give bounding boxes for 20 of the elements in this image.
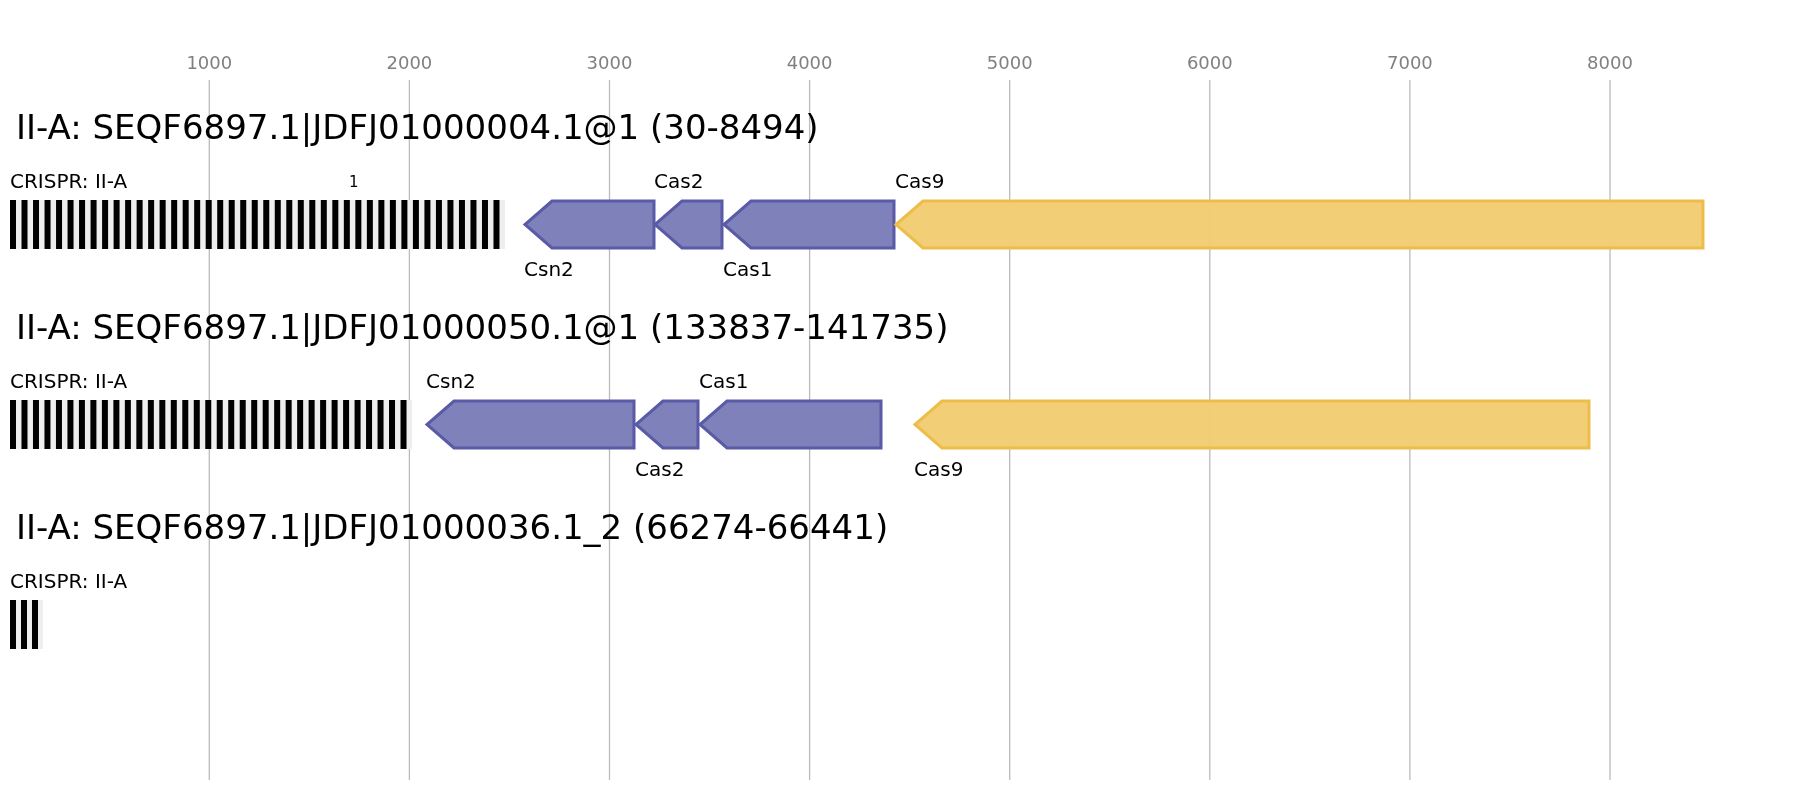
axis-tick-label: 8000 xyxy=(1586,54,1634,72)
repeat-index: 1 xyxy=(349,175,359,190)
gene-label: Cas1 xyxy=(699,371,749,391)
array-label: CRISPR: II-A xyxy=(10,371,128,391)
axis-tick-label: 6000 xyxy=(1185,54,1234,72)
axis-tick-label: 5000 xyxy=(985,54,1034,72)
gene-label: Cas9 xyxy=(895,171,945,191)
gene-label: Cas9 xyxy=(914,459,964,479)
axis-tick-label: 2000 xyxy=(385,54,434,72)
axis-tick-label: 1000 xyxy=(185,54,234,72)
axis-tick-label: 3000 xyxy=(585,54,634,72)
axis-tick-label: 4000 xyxy=(785,54,834,72)
array-label: CRISPR: II-A xyxy=(10,171,128,191)
array-label: CRISPR: II-A xyxy=(10,571,128,591)
gene-label: Cas2 xyxy=(635,459,685,479)
gene-label: Cas1 xyxy=(723,259,773,279)
axis-tick-label: 7000 xyxy=(1386,54,1434,72)
gene-label: Csn2 xyxy=(426,371,476,391)
gene-label: Cas2 xyxy=(654,171,704,191)
gene-label: Csn2 xyxy=(524,259,574,279)
